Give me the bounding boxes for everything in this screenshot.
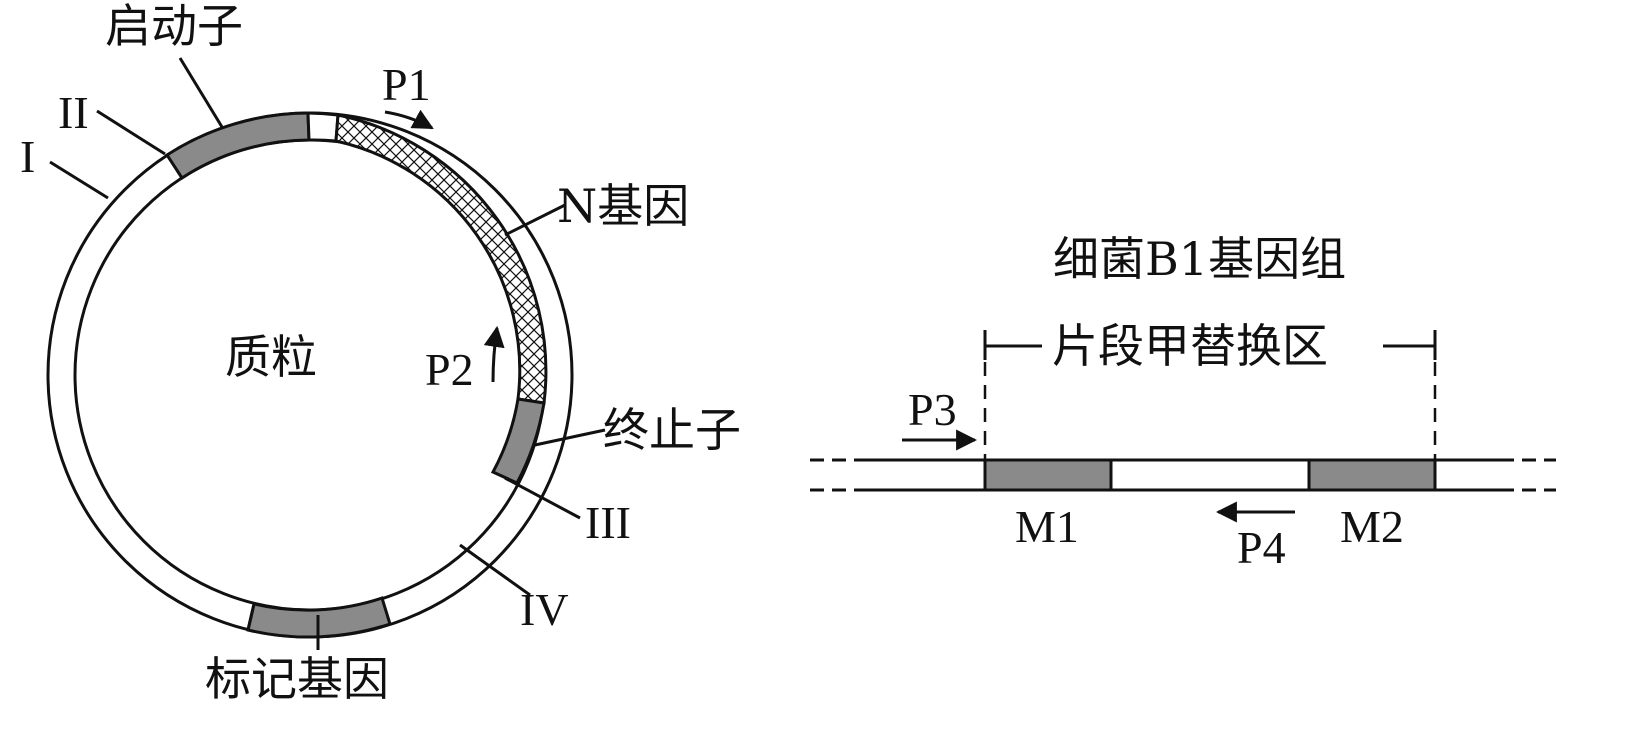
- replacement-region-label: 片段甲替换区: [1052, 319, 1328, 373]
- terminator-leader: [534, 428, 606, 447]
- site-4-label: IV: [520, 584, 569, 635]
- n-gene-label: N基因: [557, 179, 689, 233]
- marker-gene-left-edge: [246, 603, 256, 631]
- m1-label: M1: [1015, 501, 1079, 552]
- site-2-leader: [96, 109, 166, 156]
- site-1-leader: [49, 160, 109, 200]
- plasmid-center-label: 质粒: [225, 330, 317, 384]
- site-1-label: I: [20, 131, 35, 182]
- terminator-segment: [490, 397, 546, 485]
- promoter-label: 启动子: [105, 0, 243, 53]
- primer-1-label: P1: [382, 59, 431, 110]
- bacterial-genome: 细菌B1基因组 片段甲替换区 P3 M1 P4 M2: [810, 232, 1556, 573]
- plasmid: 启动子 II I P1 N基因 质粒 P2 终止子 III IV 标记基因: [20, 0, 741, 706]
- site-2-label: II: [58, 87, 89, 138]
- primer-4-label: P4: [1237, 522, 1286, 573]
- m2-label: M2: [1340, 501, 1404, 552]
- primer-2-label: P2: [425, 344, 474, 395]
- terminator-label: 终止子: [603, 403, 741, 457]
- promoter-spacer: [306, 111, 340, 143]
- marker-gene-label: 标记基因: [205, 652, 389, 706]
- genome-title: 细菌B1基因组: [1053, 232, 1346, 286]
- site-3-label: III: [585, 497, 631, 548]
- n-gene-leader: [504, 203, 566, 237]
- m1-segment: [983, 458, 1113, 492]
- primer-1-arrow: [384, 109, 434, 130]
- primer-3-label: P3: [908, 384, 957, 435]
- m2-segment: [1307, 458, 1437, 492]
- site-3-leader: [504, 476, 581, 520]
- promoter-segment: [164, 111, 311, 181]
- promoter-leader: [178, 57, 224, 128]
- primer-2-arrow: [483, 325, 505, 383]
- site-4-leader: [459, 543, 531, 597]
